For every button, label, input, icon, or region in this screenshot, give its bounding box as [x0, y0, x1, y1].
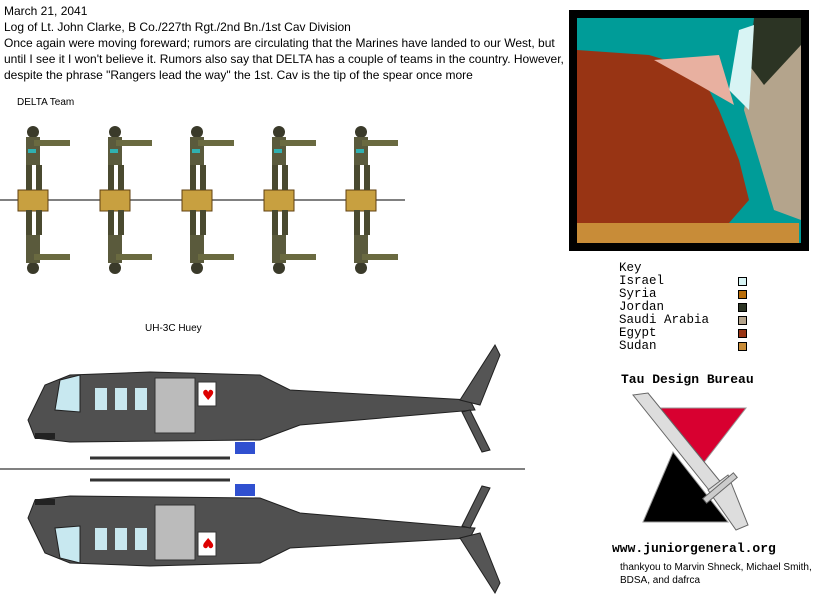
key-item-jordan: Jordan: [619, 301, 747, 314]
swatch: [738, 342, 747, 351]
brand-url[interactable]: www.juniorgeneral.org: [612, 541, 776, 556]
svg-text:♥: ♥: [202, 388, 215, 404]
swatch: [738, 290, 747, 299]
log-line: until I see it I won't believe it. Rumor…: [4, 52, 564, 66]
key-item-sudan: Sudan: [619, 340, 747, 353]
tau-logo-icon: [632, 392, 749, 531]
log-author: Log of Lt. John Clarke, B Co./227th Rgt.…: [4, 20, 351, 34]
swatch: [738, 329, 747, 338]
huey-label: UH-3C Huey: [145, 323, 202, 334]
map-key: Key Israel Syria Jordan Saudi Arabia Egy…: [619, 262, 747, 353]
swatch: [738, 303, 747, 312]
log-text: March 21, 2041 Log of Lt. John Clarke, B…: [4, 3, 564, 83]
delta-team-figures: [0, 125, 405, 275]
swatch: [738, 277, 747, 286]
delta-team-label: DELTA Team: [17, 97, 75, 108]
key-item-syria: Syria: [619, 288, 747, 301]
swatch: [738, 316, 747, 325]
key-title: Key: [619, 261, 642, 275]
thanks-note: thankyou to Marvin Shneck, Michael Smith…: [620, 562, 812, 586]
region-map: [569, 10, 809, 251]
key-item-israel: Israel: [619, 275, 747, 288]
log-line: Once again were moving foreward; rumors …: [4, 36, 555, 50]
brand-name: Tau Design Bureau: [621, 372, 754, 387]
key-item-egypt: Egypt: [619, 327, 747, 340]
key-item-saudi-arabia: Saudi Arabia: [619, 314, 747, 327]
log-line: despite the phrase "Rangers lead the way…: [4, 68, 473, 82]
huey-helicopter: ♥: [0, 343, 525, 595]
log-date: March 21, 2041: [4, 4, 88, 18]
